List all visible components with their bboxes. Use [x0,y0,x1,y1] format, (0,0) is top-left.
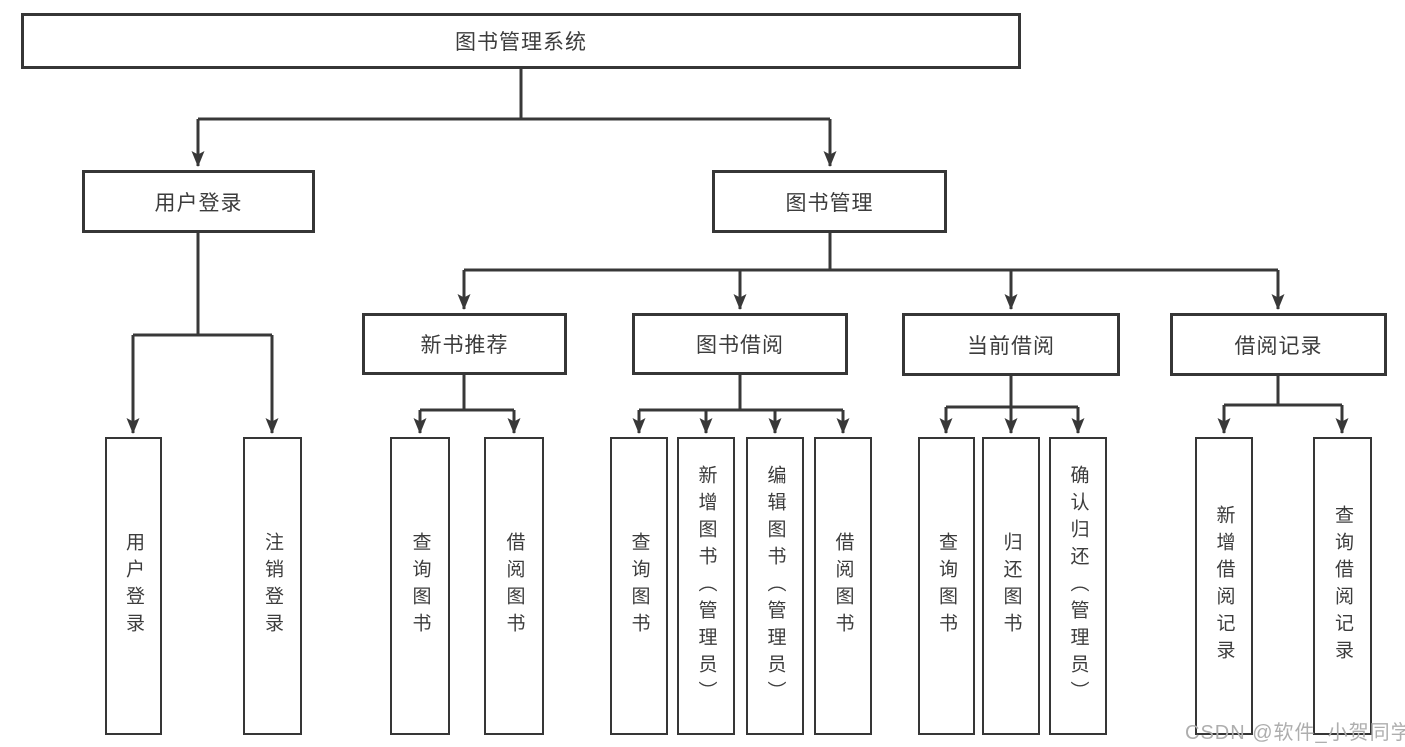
connector-root-trunk [198,67,830,121]
leaf-br-add-record: 新增借阅记录 [1195,437,1253,735]
node-label: 注销登录 [262,532,283,640]
leaf-nb-query-books: 查询图书 [390,437,450,735]
node-label: 当前借阅 [967,334,1055,358]
leaf-logout: 注销登录 [243,437,302,735]
node-label: 查询图书 [936,532,957,640]
node-label: 用户登录 [123,532,144,640]
leaf-cb-confirm-return-admin: 确认归还（管理员） [1049,437,1107,735]
connector-book-management-trunk [464,233,1278,272]
leaf-br-query-record: 查询借阅记录 [1313,437,1372,735]
node-label: 新增图书（管理员） [695,464,717,708]
node-label: 新增借阅记录 [1213,505,1235,667]
node-label: 查询图书 [409,532,431,640]
node-label: 查询图书 [628,532,650,640]
leaf-cb-query-books: 查询图书 [918,437,975,735]
node-label: 借阅图书 [832,532,854,640]
node-new-book-recommend: 新书推荐 [362,313,567,375]
leaf-user-login: 用户登录 [105,437,162,735]
node-label: 借阅记录 [1234,334,1323,358]
node-label: 图书管理 [785,191,874,215]
node-book-management: 图书管理 [712,170,947,233]
node-current-borrow: 当前借阅 [902,313,1120,376]
node-root-system: 图书管理系统 [21,13,1021,69]
connector-book-borrow-trunk [639,375,843,412]
leaf-cb-return-books: 归还图书 [982,437,1040,735]
connector-current-borrow-trunk [946,376,1078,409]
leaf-bb-add-books-admin: 新增图书（管理员） [677,437,735,735]
node-label: 新书推荐 [420,334,509,357]
node-label: 用户登录 [154,191,243,215]
node-label: 图书借阅 [696,334,784,357]
node-borrow-records: 借阅记录 [1170,313,1387,376]
node-label: 确认归还（管理员） [1067,464,1089,708]
node-label: 查询借阅记录 [1332,505,1353,667]
leaf-nb-borrow-books: 借阅图书 [484,437,544,735]
node-label: 归还图书 [1000,532,1022,640]
node-label: 编辑图书（管理员） [764,464,786,708]
leaf-bb-borrow-books: 借阅图书 [814,437,872,735]
node-label: 图书管理系统 [455,31,587,54]
leaf-bb-edit-books-admin: 编辑图书（管理员） [746,437,804,735]
node-label: 借阅图书 [503,532,525,640]
connector-borrow-records-trunk [1224,376,1342,407]
node-book-borrow: 图书借阅 [632,313,848,375]
connector-new-book-trunk [420,375,514,412]
connector-user-login-trunk [133,233,272,337]
leaf-bb-query-books: 查询图书 [610,437,668,735]
node-user-login: 用户登录 [82,170,315,233]
csdn-watermark: CSDN @软件_小贺同学 [1185,722,1405,744]
